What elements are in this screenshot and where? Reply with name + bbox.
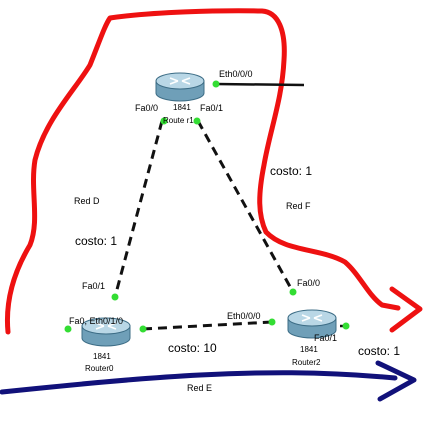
router-right-name: Router2: [292, 358, 321, 367]
port-light-left-fa0: [64, 325, 72, 333]
port-label-top-eth: Eth0/0/0: [219, 69, 253, 79]
port-light-top-eth: [212, 80, 220, 88]
link-left-to-right[interactable]: [142, 320, 273, 331]
link-top-to-left[interactable]: [113, 120, 164, 298]
network-label-d: Red D: [74, 196, 100, 206]
port-label-left-fa01: Fa0/1: [82, 281, 105, 291]
port-light-left-fa01: [111, 293, 119, 301]
router-right-model: 1841: [300, 345, 318, 354]
port-label-right-eth: Eth0/0/0: [227, 311, 261, 321]
router-left-name: Router0: [85, 364, 114, 373]
port-light-left-eth: [139, 325, 147, 333]
cost-label-bottom-link: costo: 10: [168, 341, 217, 355]
router-icon: [287, 309, 337, 339]
port-label-right-fa00: Fa0/0: [297, 278, 320, 288]
port-label-top-fa01: Fa0/1: [200, 103, 223, 113]
network-label-f: Red F: [286, 201, 311, 211]
network-label-e: Red E: [187, 383, 212, 393]
router-icon: [155, 72, 205, 102]
blue-annotation-arrowhead: [375, 360, 417, 402]
port-light-top-fa01: [193, 117, 201, 125]
port-light-top-fa00: [160, 117, 168, 125]
router-top[interactable]: 1841 Route r1: [155, 72, 205, 125]
router-icon: [81, 317, 131, 347]
port-light-right-fa01: [342, 322, 350, 330]
red-annotation-outline: [4, 8, 401, 335]
port-label-left-fa0-eth: Fa0, Eth0/1/0: [69, 316, 123, 326]
link-top-to-right[interactable]: [196, 120, 295, 293]
blue-annotation-line: [0, 370, 398, 395]
router-top-name: Route r1: [163, 116, 194, 125]
port-light-right-fa00: [289, 288, 297, 296]
router-right[interactable]: 1841 Router2: [287, 309, 337, 367]
port-label-top-fa00: Fa0/0: [135, 103, 158, 113]
cost-label-right-link: costo: 1: [270, 164, 312, 178]
cost-label-left-link: costo: 1: [75, 234, 117, 248]
port-light-right-eth: [268, 318, 276, 326]
router-left-model: 1841: [93, 352, 111, 361]
cost-label-out-link: costo: 1: [358, 344, 400, 358]
port-label-right-fa01: Fa0/1: [314, 333, 337, 343]
router-left[interactable]: 1841 Router0: [81, 317, 131, 373]
router-top-model: 1841: [173, 103, 191, 112]
red-annotation-arrowhead: [389, 286, 423, 333]
link-top-external[interactable]: [215, 82, 305, 87]
